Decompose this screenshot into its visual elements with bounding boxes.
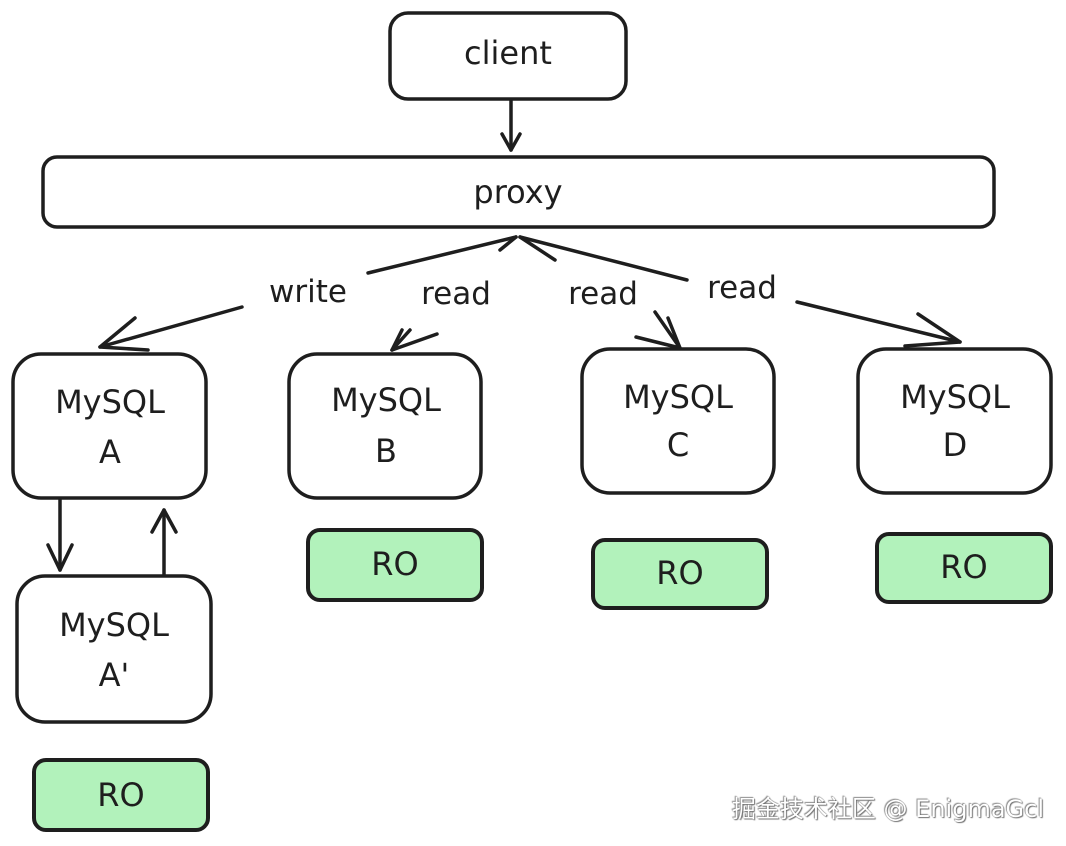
ro-label-d: RO (940, 548, 987, 586)
ro-badge-d: RO (875, 532, 1053, 604)
ro-badge-a-prime: RO (32, 758, 210, 832)
mysql-b-label-line1: MySQL (331, 381, 441, 419)
write-arrow-to-mysql-a: write (98, 235, 518, 352)
read-arrow-to-mysql-d: read (518, 235, 962, 348)
mysql-d-label-line1: MySQL (900, 378, 1010, 416)
mysql-b-node[interactable]: MySQL B (287, 352, 483, 500)
mysql-c-node[interactable]: MySQL C (580, 347, 776, 495)
mysql-c-label-line1: MySQL (623, 378, 733, 416)
mysql-a-label-line1: MySQL (55, 383, 165, 421)
edge-label-read-d: read (707, 270, 777, 306)
proxy-label: proxy (473, 173, 562, 211)
mysql-a-node[interactable]: MySQL A (11, 352, 208, 500)
mysql-a-label-line2: A (99, 433, 121, 471)
ro-badge-c: RO (591, 538, 769, 610)
ro-label-a-prime: RO (97, 776, 144, 814)
edge-label-read-c: read (568, 276, 638, 312)
mysql-a-to-a-prime-arrow (46, 498, 74, 572)
mysql-d-label-line2: D (943, 426, 968, 464)
mysql-b-label-line2: B (375, 432, 397, 470)
edge-label-read-b: read (421, 276, 491, 312)
client-label: client (464, 34, 552, 72)
edge-label-write: write (269, 274, 347, 310)
mysql-a-prime-label-line2: A' (99, 656, 130, 694)
mysql-d-node[interactable]: MySQL D (856, 347, 1053, 495)
client-to-proxy-arrow (500, 98, 522, 152)
mysql-a-prime-label-line1: MySQL (59, 606, 169, 644)
ro-label-b: RO (371, 545, 418, 583)
mysql-a-prime-to-a-arrow (150, 508, 178, 577)
ro-label-c: RO (656, 554, 703, 592)
watermark: 掘金技术社区 @ EnigmaGcl (731, 795, 1044, 823)
proxy-node[interactable]: proxy (41, 155, 996, 229)
client-node[interactable]: client (388, 11, 628, 101)
mysql-a-prime-node[interactable]: MySQL A' (15, 574, 213, 724)
read-arrow-to-mysql-c: read (518, 235, 682, 350)
ro-badge-b: RO (306, 528, 484, 602)
mysql-c-label-line2: C (667, 426, 689, 464)
read-arrow-to-mysql-b: read (390, 235, 518, 352)
